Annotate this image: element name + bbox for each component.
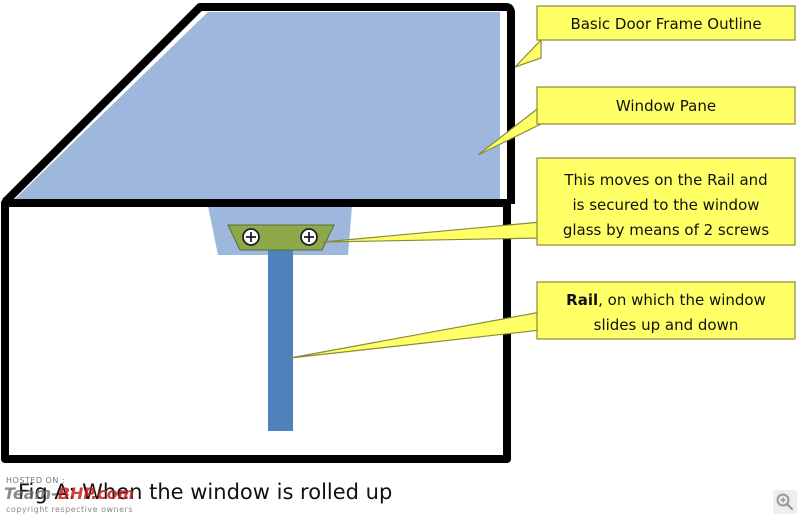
callout-window-pane-label: Window Pane	[616, 97, 716, 115]
watermark-logo-accent: BHP.com	[57, 484, 135, 503]
callout-rail-line2: slides up and down	[594, 316, 739, 334]
zoom-icon	[776, 493, 794, 511]
zoom-button[interactable]	[773, 490, 797, 514]
callout-carrier: This moves on the Rail and is secured to…	[322, 157, 796, 246]
watermark-hosted: HOSTED ON :	[6, 476, 66, 485]
callout-rail-rest: , on which the window	[598, 291, 766, 309]
callout-rail-bold: Rail	[566, 291, 598, 309]
rail	[268, 248, 293, 431]
watermark-logo-main: Team-	[4, 484, 58, 503]
watermark: HOSTED ON : Team-BHP.com copyright respe…	[4, 476, 204, 516]
door-frame-outline-top	[2, 3, 515, 205]
screw-icon	[242, 228, 260, 246]
callout-door-frame: Basic Door Frame Outline	[514, 5, 796, 68]
callout-rail: Rail, on which the window slides up and …	[289, 281, 796, 359]
window-pane	[14, 12, 500, 200]
callout-carrier-line1: This moves on the Rail and	[563, 171, 767, 189]
callout-rail-line1: Rail, on which the window	[566, 291, 766, 309]
callout-carrier-line3: glass by means of 2 screws	[563, 221, 770, 239]
watermark-logo: Team-BHP.com	[4, 484, 134, 503]
callout-door-frame-label: Basic Door Frame Outline	[570, 15, 761, 33]
callout-carrier-line2: is secured to the window	[572, 196, 759, 214]
watermark-copyright: copyright respective owners	[6, 505, 133, 514]
screw-icon	[300, 228, 318, 246]
figure-caption: Fig A: When the window is rolled up	[18, 480, 393, 504]
callout-window-pane: Window Pane	[477, 86, 796, 156]
